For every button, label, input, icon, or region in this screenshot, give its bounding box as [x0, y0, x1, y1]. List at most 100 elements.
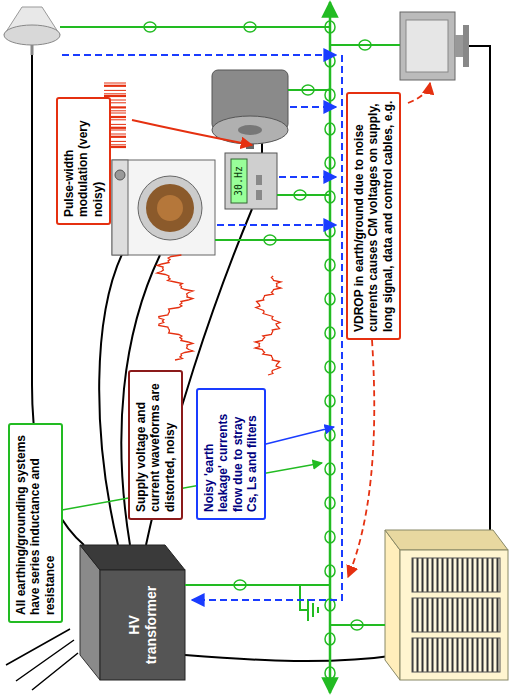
inductor-coil [325, 123, 335, 135]
mains-cables [261, 143, 263, 153]
satellite-dish [4, 7, 60, 55]
washing-machine [138, 176, 202, 240]
inductor-coil [325, 565, 335, 577]
noise-arrows [132, 83, 430, 577]
motor-drive [256, 175, 262, 185]
inductor-coil [325, 191, 335, 203]
monitor [463, 25, 469, 67]
washing-machine [112, 160, 128, 255]
inductor-coil [144, 22, 156, 32]
monitor [400, 12, 455, 80]
monitor [455, 35, 463, 57]
pwm-pulses [104, 83, 126, 84]
node-text: HV transformer [126, 576, 160, 674]
washing-machine [157, 195, 183, 221]
computer-cabinet [385, 530, 400, 680]
node-text: Pulse-width modulation (very noisy) [62, 105, 105, 217]
inductor-coil [325, 497, 335, 509]
note-box: Noisy 'earth leakage' currents flow due … [196, 388, 266, 520]
leakage-currents [262, 427, 334, 445]
node-text: Noisy 'earth leakage' currents flow due … [202, 396, 260, 512]
motor-drive [231, 159, 247, 203]
inductor-coil [325, 463, 335, 475]
note-box: Supply voltage and current waveforms are… [128, 370, 183, 520]
earth-conductors [308, 599, 318, 621]
earth-conductors [329, 2, 332, 693]
earth-conductors [330, 624, 385, 626]
computer-cabinet [412, 638, 500, 672]
inductor-coil [325, 157, 335, 169]
inductor-coil [359, 40, 371, 50]
washing-machine [115, 170, 125, 180]
pwm-pulses [104, 90, 126, 91]
motor-drive [225, 153, 277, 209]
distorted-waveform [157, 255, 193, 360]
node-text: Supply voltage and current waveforms are… [134, 378, 177, 512]
satellite-dish [4, 25, 60, 45]
leakage-currents [217, 224, 336, 226]
monitor [400, 12, 469, 80]
earth-conductors [288, 89, 330, 91]
mains-cables [469, 46, 490, 550]
earth-conductors [60, 26, 330, 28]
noise-arrows [348, 340, 374, 577]
transformer-symbol [100, 570, 185, 680]
washing-machine [146, 184, 194, 232]
inductor-coil [294, 190, 306, 200]
inductor-coil [351, 620, 363, 630]
leakage-currents [62, 54, 336, 56]
inductor-coil [325, 667, 335, 679]
display-readout: 30.Hz [231, 159, 247, 203]
pwm-pulses [104, 85, 126, 87]
computer-cabinet [400, 550, 508, 680]
hv-supply-lines [6, 629, 78, 690]
note-box: All earthing/grounding systems have seri… [8, 423, 63, 623]
distorted-waveform [157, 255, 281, 375]
hv-supply-lines [6, 629, 78, 690]
inductor-coil [234, 580, 246, 590]
transformer-symbol [80, 545, 185, 680]
inductor-coil [302, 85, 314, 95]
inductor-coil [325, 327, 335, 339]
node-text: VDROP in earth/ground due to noise curre… [352, 100, 395, 332]
motor-drive [225, 153, 277, 209]
inductor-coil [264, 235, 276, 245]
inductor-coil [325, 395, 335, 407]
washing-machine [112, 160, 215, 255]
transformer-box: HV transformer [100, 570, 185, 680]
noise-arrows [408, 83, 430, 103]
inductor-coil [325, 633, 335, 645]
earth-conductors [185, 584, 330, 586]
inductor-coil [325, 531, 335, 543]
motor [238, 125, 262, 135]
earth-conductors [215, 239, 330, 241]
noise-arrows [132, 120, 252, 145]
distorted-waveform [255, 276, 281, 375]
inductor-coil [325, 89, 335, 101]
inductor-coil [325, 259, 335, 271]
leakage-currents [279, 176, 336, 178]
satellite-dish [31, 45, 34, 55]
inductor-coil [325, 293, 335, 305]
washing-machine [112, 160, 215, 255]
inductor-coil [325, 21, 335, 33]
mains-cables [185, 655, 398, 661]
inductor-coil [144, 21, 371, 679]
transformer-symbol [80, 545, 185, 570]
inductor-coil [244, 22, 256, 32]
earth-conductors [277, 194, 330, 196]
inductor-coil [325, 225, 335, 237]
motor [212, 70, 288, 149]
inductor-coil [325, 361, 335, 373]
computer-cabinet [385, 530, 508, 550]
motor-drive [256, 190, 262, 200]
inductor-coil [325, 429, 335, 441]
computer-cabinet [412, 598, 500, 632]
computer-cabinet [385, 530, 508, 680]
monitor [406, 20, 448, 72]
leakage-currents [290, 106, 336, 108]
earth-conductors [62, 463, 322, 510]
earth-conductors [330, 44, 400, 46]
